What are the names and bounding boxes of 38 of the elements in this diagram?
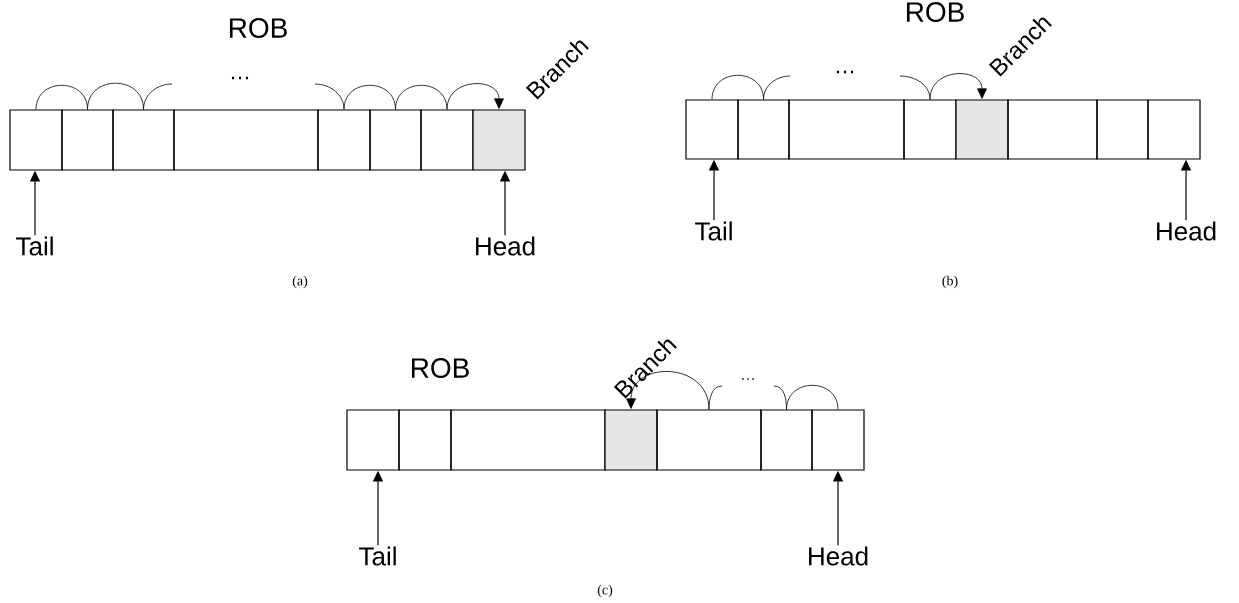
buffer-cell — [737, 99, 790, 160]
pointer-label: Head — [1157, 221, 1216, 241]
pointer-label: Head — [809, 546, 868, 566]
pointer-label: Tail — [359, 546, 396, 566]
pointer-label: Tail — [695, 221, 732, 241]
pointer-label: Head — [476, 236, 535, 256]
buffer-cell — [317, 109, 371, 171]
buffer-cell — [760, 409, 813, 471]
arc-arrow — [446, 83, 504, 110]
ellipsis: … — [232, 76, 249, 80]
buffer-cell — [656, 409, 762, 471]
buffer-cell — [604, 409, 658, 471]
ellipsis: … — [837, 70, 854, 74]
arc-arrow — [929, 73, 987, 100]
buffer-cell — [1147, 99, 1201, 160]
buffer-cell — [685, 99, 739, 160]
ellipsis: … — [742, 378, 754, 380]
buffer-cell — [369, 109, 422, 171]
buffer-cell — [112, 109, 175, 171]
subfigure-caption: (a) — [292, 275, 308, 289]
arc-arrow — [626, 371, 710, 410]
subfigure-caption: (c) — [597, 584, 613, 598]
subfigure-caption: (b) — [942, 275, 958, 289]
buffer-cell — [61, 109, 114, 171]
buffer-cell — [1007, 99, 1098, 160]
buffer-cell — [1096, 99, 1149, 160]
buffer-cell — [346, 409, 400, 471]
pointer-label: Tail — [16, 236, 53, 256]
buffer-cell — [788, 99, 905, 160]
buffer-cell — [173, 109, 319, 171]
buffer-cell — [472, 109, 526, 171]
buffer-cell — [811, 409, 865, 471]
buffer-title: ROB — [411, 358, 469, 378]
buffer-cell — [398, 409, 452, 471]
buffer-cell — [955, 99, 1009, 160]
buffer-title: ROB — [906, 2, 964, 22]
buffer-title: ROB — [229, 18, 287, 38]
buffer-cell — [9, 109, 63, 171]
